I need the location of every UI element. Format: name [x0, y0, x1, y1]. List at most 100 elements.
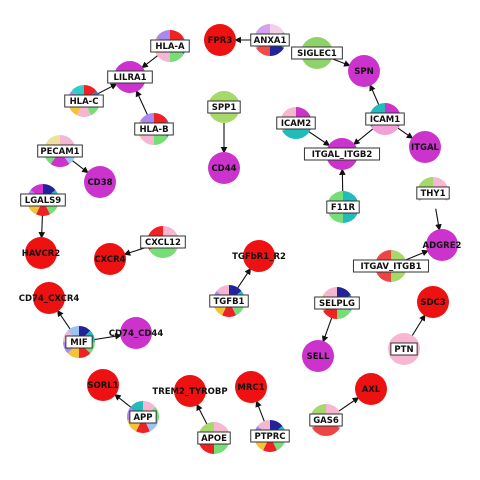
node-label-box — [314, 296, 360, 310]
node-cxcr4[interactable]: CXCR4 — [94, 243, 126, 275]
node-label: CD74_CD44 — [109, 329, 164, 339]
node-label-box — [390, 342, 418, 356]
node-hla-a[interactable]: HLA-A — [150, 30, 190, 62]
node-label: TGFB1 — [214, 297, 245, 307]
node-label: FPR3 — [208, 36, 233, 46]
node-label: PECAM1 — [40, 147, 79, 157]
node-spp1[interactable]: SPP1 — [207, 91, 241, 123]
node-label: SORL1 — [87, 381, 118, 391]
node-sell[interactable]: SELL — [302, 340, 334, 372]
node-label: SELPLG — [319, 299, 355, 309]
node-label: AXL — [362, 385, 381, 395]
node-f11r[interactable]: F11R — [326, 191, 360, 223]
node-label: APOE — [201, 434, 227, 444]
node-label-box — [250, 33, 290, 47]
node-label: ITGAV_ITGB1 — [360, 262, 421, 272]
node-cd74-cd44[interactable]: CD74_CD44 — [109, 317, 164, 349]
node-ptprc[interactable]: PTPRC — [250, 420, 290, 452]
node-gas6[interactable]: GAS6 — [309, 404, 343, 436]
node-label: SELL — [307, 352, 330, 362]
node-trem2-tyrobp[interactable]: TREM2_TYROBP — [152, 375, 228, 407]
node-label-box — [129, 410, 157, 424]
node-label: HLA-B — [139, 125, 168, 135]
node-label: CD44 — [211, 164, 236, 174]
node-label-box — [64, 94, 104, 108]
node-label: CD74_CXCR4 — [19, 294, 80, 304]
node-label: ICAM2 — [281, 119, 311, 129]
node-label-box — [207, 100, 241, 114]
node-label: TGFbR1_R2 — [232, 252, 286, 262]
node-label-box — [37, 144, 83, 158]
node-cd44[interactable]: CD44 — [208, 152, 240, 184]
node-tgfbr1-r2[interactable]: TGFbR1_R2 — [232, 240, 286, 272]
node-label: MRC1 — [237, 383, 264, 393]
node-label: SDC3 — [420, 298, 445, 308]
node-itgal[interactable]: ITGAL — [409, 131, 441, 163]
node-label: HAVCR2 — [22, 249, 60, 259]
node-label: ICAM1 — [370, 115, 400, 125]
node-cd38[interactable]: CD38 — [84, 166, 116, 198]
node-label: SPP1 — [212, 103, 237, 113]
node-label: LILRA1 — [113, 73, 146, 83]
node-label-box — [209, 294, 249, 308]
node-label-box — [140, 235, 186, 249]
node-label: CXCL12 — [145, 238, 181, 248]
node-label: SIGLEC1 — [297, 49, 337, 59]
node-havcr2[interactable]: HAVCR2 — [22, 237, 60, 269]
node-label: THY1 — [421, 189, 446, 199]
node-ptn[interactable]: PTN — [388, 333, 420, 365]
node-cd74-cxcr4[interactable]: CD74_CXCR4 — [19, 282, 80, 314]
node-label: ADGRE2 — [423, 241, 462, 251]
node-lgals9[interactable]: LGALS9 — [20, 184, 66, 216]
node-label: HLA-C — [70, 97, 99, 107]
node-anxa1[interactable]: ANXA1 — [250, 24, 290, 56]
node-siglec1[interactable]: SIGLEC1 — [291, 37, 343, 69]
node-app[interactable]: APP — [127, 401, 159, 433]
node-label: ITGAL_ITGB2 — [312, 150, 373, 160]
node-pecam1[interactable]: PECAM1 — [37, 135, 83, 167]
node-label-box — [309, 413, 343, 427]
node-cxcl12[interactable]: CXCL12 — [140, 226, 186, 258]
node-hla-c[interactable]: HLA-C — [64, 85, 104, 117]
node-label-box — [352, 259, 430, 273]
node-label: MIF — [70, 338, 88, 348]
node-fpr3[interactable]: FPR3 — [204, 24, 236, 56]
node-spn[interactable]: SPN — [348, 55, 380, 87]
node-sorl1[interactable]: SORL1 — [87, 369, 119, 401]
node-thy1[interactable]: THY1 — [416, 177, 450, 210]
node-icam1[interactable]: ICAM1 — [365, 103, 405, 136]
node-apoe[interactable]: APOE — [197, 422, 231, 454]
node-label: PTPRC — [254, 432, 285, 442]
node-label-box — [65, 335, 93, 349]
node-mrc1[interactable]: MRC1 — [235, 371, 267, 403]
node-tgfb1[interactable]: TGFB1 — [209, 285, 249, 317]
node-label: APP — [133, 413, 152, 423]
node-label: HLA-A — [155, 42, 185, 52]
node-label: TREM2_TYROBP — [152, 387, 227, 397]
node-sdc3[interactable]: SDC3 — [417, 286, 449, 318]
node-label-box — [276, 116, 316, 130]
node-label-box — [197, 431, 231, 445]
node-label-box — [365, 112, 405, 126]
node-lilra1[interactable]: LILRA1 — [107, 61, 153, 93]
node-label: CXCR4 — [94, 255, 125, 265]
node-label: GAS6 — [313, 416, 339, 426]
node-label-box — [416, 186, 450, 200]
node-mif[interactable]: MIF — [63, 326, 95, 358]
node-hla-b[interactable]: HLA-B — [134, 113, 174, 145]
node-label: CD38 — [87, 178, 112, 188]
node-adgre2[interactable]: ADGRE2 — [423, 229, 462, 261]
node-label: SPN — [354, 67, 373, 77]
node-label-box — [326, 200, 360, 214]
node-label-box — [107, 70, 153, 84]
node-label: PTN — [394, 345, 413, 355]
node-icam2[interactable]: ICAM2 — [276, 107, 316, 140]
node-itgal-itgb2[interactable]: ITGAL_ITGB2 — [303, 138, 381, 170]
node-label-box — [250, 429, 290, 443]
node-label-box — [150, 39, 190, 53]
node-selplg[interactable]: SELPLG — [314, 287, 360, 319]
node-axl[interactable]: AXL — [355, 373, 387, 405]
node-label-box — [303, 147, 381, 161]
node-itgav-itgb1[interactable]: ITGAV_ITGB1 — [352, 250, 430, 282]
